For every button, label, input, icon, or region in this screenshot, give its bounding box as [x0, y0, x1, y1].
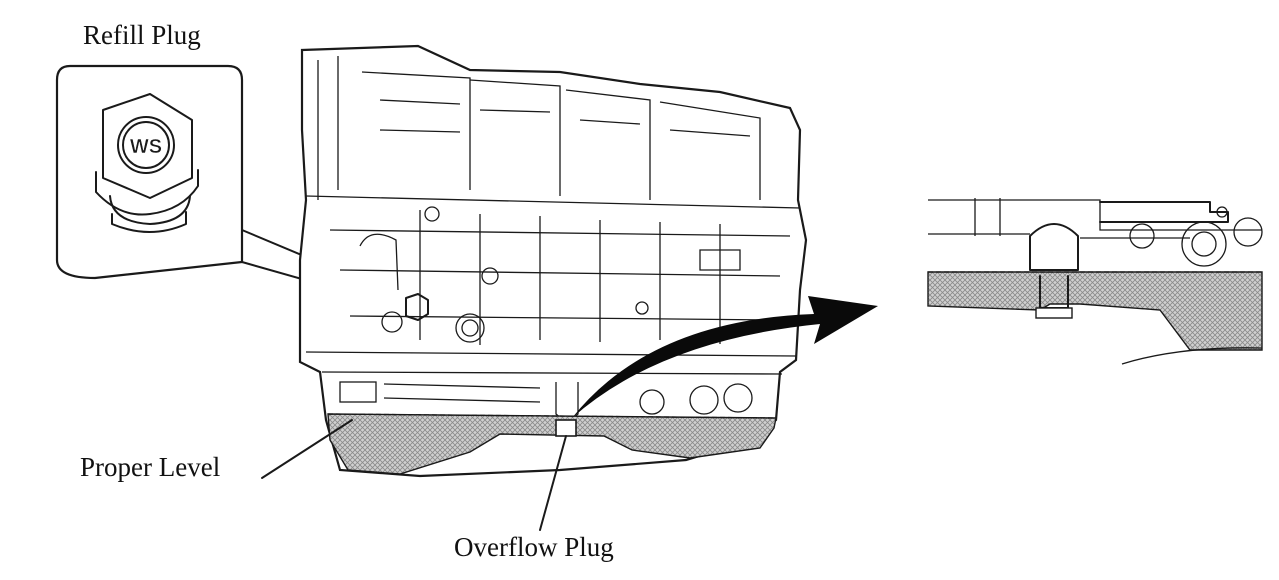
plug-marking: WS — [130, 136, 162, 158]
transmission-case — [298, 44, 808, 478]
fluid-level-main — [327, 413, 777, 475]
overflow-detail-view — [927, 198, 1263, 365]
hex-plug-icon: WS — [95, 93, 199, 233]
curved-arrow-icon — [572, 296, 878, 418]
overflow-plug-leader — [539, 435, 567, 531]
refill-plug-inset: WS — [55, 64, 405, 309]
proper-level-label: Proper Level — [80, 452, 221, 482]
overflow-plug — [555, 419, 577, 437]
fluid-level-detail — [927, 271, 1263, 351]
proper-level-leader — [261, 419, 353, 479]
refill-plug-label: Refill Plug — [83, 20, 201, 50]
overflow-plug-label: Overflow Plug — [454, 532, 614, 562]
